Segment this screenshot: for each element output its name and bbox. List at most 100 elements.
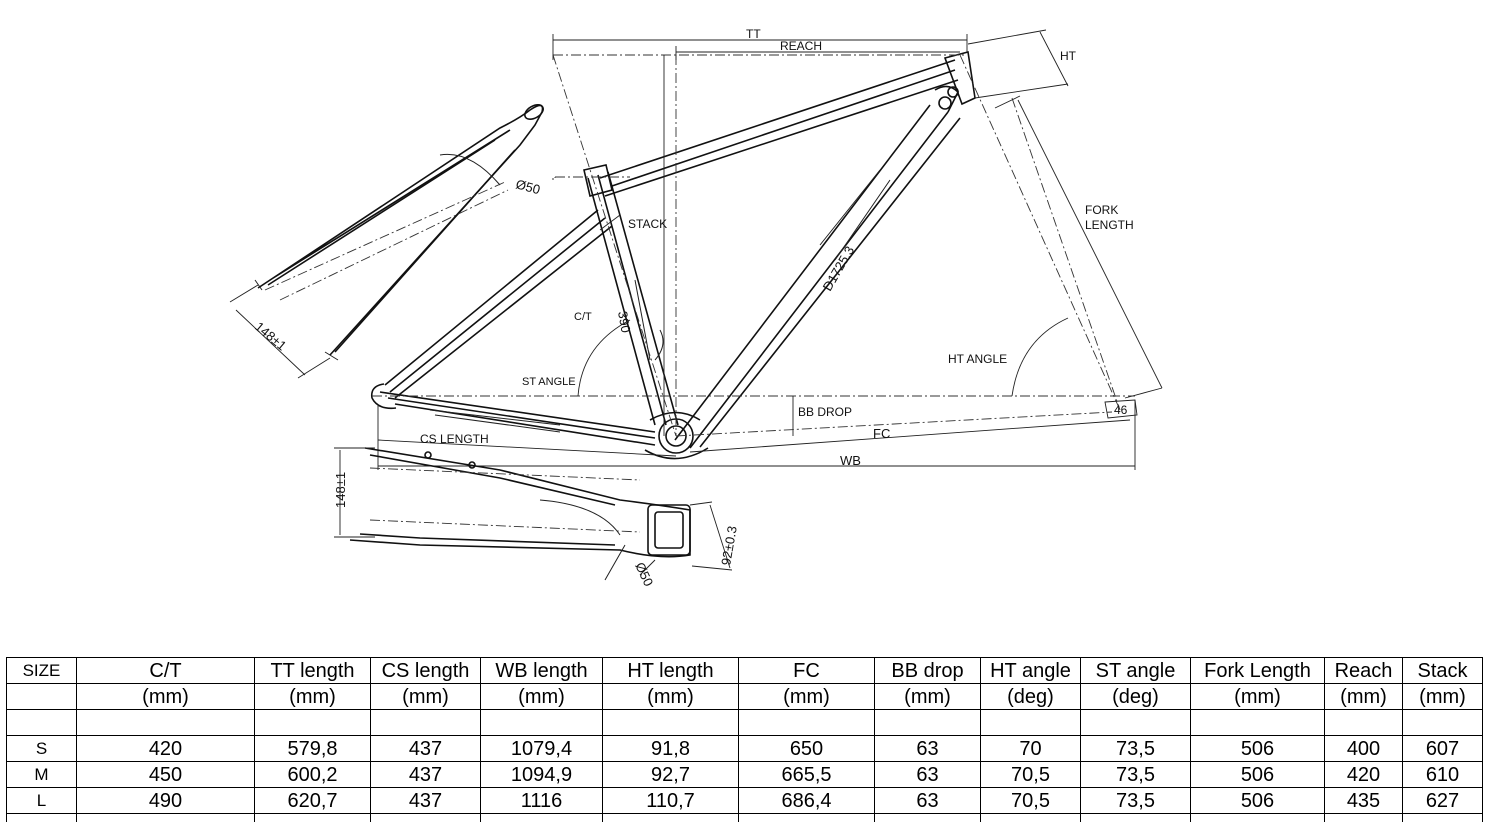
table-cell: 91,8: [602, 735, 739, 762]
table-cell: 650: [738, 735, 875, 762]
table-cell: 627: [1402, 787, 1483, 814]
unit-cell: (mm): [874, 683, 981, 710]
header-ht-angle: HT angle: [980, 657, 1081, 684]
ct-label: C/T: [574, 311, 592, 323]
st-angle-label: ST ANGLE: [522, 376, 576, 388]
wb-label: WB: [840, 453, 861, 468]
fork-length-label-line2: LENGTH: [1085, 218, 1134, 232]
table-cell: 70: [980, 735, 1081, 762]
blank-cell: [980, 813, 1081, 822]
table-cell: 1094,9: [480, 761, 603, 788]
blank-cell: [254, 813, 371, 822]
table-cell: 92,7: [602, 761, 739, 788]
stay-diameter-top-label: Ø50: [514, 176, 542, 197]
st-length-label: 390: [615, 310, 634, 334]
ht-angle-value-label: 46: [1114, 403, 1128, 417]
blank-cell: [6, 709, 77, 736]
table-cell: 63: [874, 761, 981, 788]
blank-cell: [738, 813, 875, 822]
ht-label: HT: [1060, 49, 1077, 63]
table-cell: 400: [1324, 735, 1403, 762]
header-cs-length: CS length: [370, 657, 481, 684]
header-fork-length: Fork Length: [1190, 657, 1325, 684]
header-ht-length: HT length: [602, 657, 739, 684]
table-cell: 437: [370, 761, 481, 788]
table-cell: 63: [874, 735, 981, 762]
blank-cell: [1402, 813, 1483, 822]
header-tt-length: TT length: [254, 657, 371, 684]
unit-cell: (mm): [480, 683, 603, 710]
table-row-size-s: S 420 579,8 437 1079,4 91,8 650 63 70 73…: [6, 735, 1483, 762]
blank-cell: [370, 813, 481, 822]
dt-length-label: D1725.3: [820, 243, 858, 293]
blank-cell: [480, 813, 603, 822]
table-cell: 70,5: [980, 787, 1081, 814]
unit-cell: (mm): [370, 683, 481, 710]
frame-geometry-diagram: TT REACH HT FORK LENGTH STACK C/T 390 D1…: [229, 27, 1163, 589]
geometry-lines: [372, 54, 1135, 437]
table-cell: 620,7: [254, 787, 371, 814]
unit-cell: (mm): [1402, 683, 1483, 710]
header-bb-drop: BB drop: [874, 657, 981, 684]
unit-cell: [6, 683, 77, 710]
table-cell: 73,5: [1080, 787, 1191, 814]
frame-outline: [370, 51, 976, 460]
stay-spacing-top-label: 148±1: [252, 319, 289, 354]
blank-cell: [1190, 813, 1325, 822]
table-cell: 70,5: [980, 761, 1081, 788]
bb-width-label: 92±0.3: [718, 525, 740, 567]
unit-cell: (mm): [602, 683, 739, 710]
unit-cell: (deg): [980, 683, 1081, 710]
table-cell: 420: [76, 735, 255, 762]
header-ct: C/T: [76, 657, 255, 684]
table-row-size-m: M 450 600,2 437 1094,9 92,7 665,5 63 70,…: [6, 761, 1483, 788]
blank-cell: [1080, 709, 1191, 736]
table-cell: 607: [1402, 735, 1483, 762]
table-cell: 506: [1190, 735, 1325, 762]
table-header-row: SIZE C/T TT length CS length WB length H…: [6, 657, 1483, 684]
unit-cell: (mm): [738, 683, 875, 710]
blank-cell: [76, 813, 255, 822]
reach-label: REACH: [780, 39, 822, 53]
unit-cell: (mm): [254, 683, 371, 710]
table-cell: 63: [874, 787, 981, 814]
dimension-lines: [377, 29, 1163, 470]
blank-cell: [6, 813, 77, 822]
table-cell: 73,5: [1080, 761, 1191, 788]
table-row-size-l: L 490 620,7 437 1116 110,7 686,4 63 70,5…: [6, 787, 1483, 814]
table-cell: 437: [370, 787, 481, 814]
unit-cell: (mm): [76, 683, 255, 710]
unit-cell: (mm): [1324, 683, 1403, 710]
header-reach: Reach: [1324, 657, 1403, 684]
header-stack: Stack: [1402, 657, 1483, 684]
table-cutoff-row: [6, 813, 1483, 822]
header-st-angle: ST angle: [1080, 657, 1191, 684]
stack-label: STACK: [628, 217, 667, 231]
blank-cell: [1080, 813, 1191, 822]
blank-cell: [370, 709, 481, 736]
header-size: SIZE: [6, 657, 77, 684]
table-cell: 420: [1324, 761, 1403, 788]
table-cell: 665,5: [738, 761, 875, 788]
unit-cell: (deg): [1080, 683, 1191, 710]
blank-cell: [1402, 709, 1483, 736]
table-cell: 437: [370, 735, 481, 762]
blank-cell: [1324, 813, 1403, 822]
table-cell: 1116: [480, 787, 603, 814]
table-cell: 506: [1190, 787, 1325, 814]
table-cell: 490: [76, 787, 255, 814]
table-cell: 110,7: [602, 787, 739, 814]
table-units-row: (mm) (mm) (mm) (mm) (mm) (mm) (mm) (deg)…: [6, 683, 1483, 710]
table-cell: 1079,4: [480, 735, 603, 762]
geometry-spec-table: SIZE C/T TT length CS length WB length H…: [6, 657, 1483, 822]
header-fc: FC: [738, 657, 875, 684]
blank-cell: [480, 709, 603, 736]
stay-diameter-bottom-label: Ø50: [632, 560, 656, 589]
fork-length-label-line1: FORK: [1085, 203, 1118, 217]
blank-cell: [738, 709, 875, 736]
blank-cell: [1190, 709, 1325, 736]
table-cell: 579,8: [254, 735, 371, 762]
table-cell: 610: [1402, 761, 1483, 788]
table-cell: 506: [1190, 761, 1325, 788]
table-cell: 73,5: [1080, 735, 1191, 762]
